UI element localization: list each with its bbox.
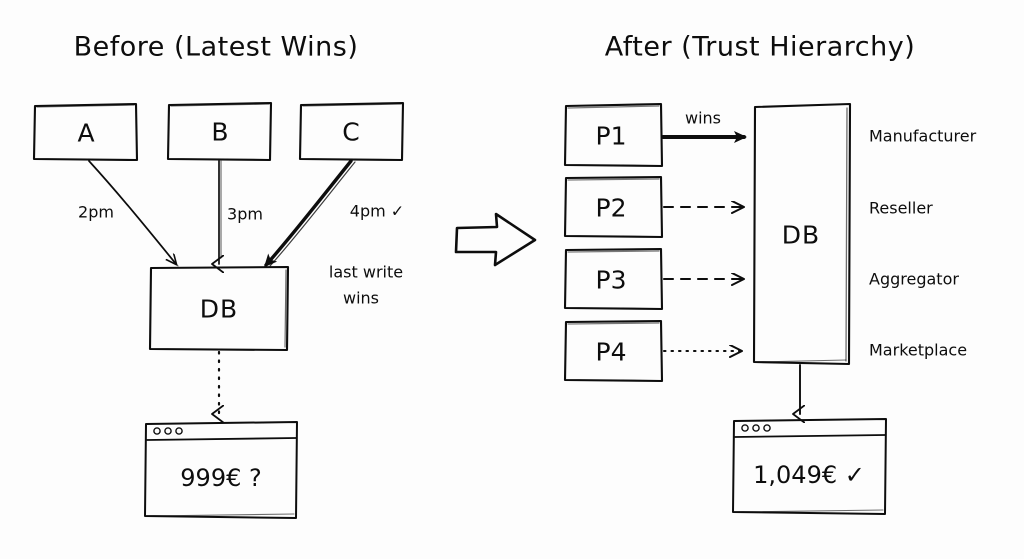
browser-result-left: 999€ ?: [180, 464, 262, 492]
role-label-reseller: Reseller: [869, 198, 933, 218]
node-db-right: [752, 102, 852, 366]
node-box-c: [298, 101, 405, 162]
node-label-p1: P1: [595, 121, 627, 151]
transition-block-arrow: [454, 212, 537, 267]
node-box-p2: [563, 175, 664, 239]
left-panel-title: Before (Latest Wins): [73, 31, 359, 63]
node-box-p4: [563, 319, 664, 383]
node-box-p1: [563, 102, 664, 168]
edge-label-b-3pm: 3pm: [227, 204, 263, 224]
node-db-left: [148, 265, 290, 352]
db-label-right: DB: [781, 220, 821, 250]
node-box-a: [32, 102, 139, 162]
note-last-write-line1: last write: [328, 262, 404, 282]
browser-window-right: [732, 418, 887, 515]
edge-b-to-db: [219, 160, 221, 264]
node-label-a: A: [77, 118, 95, 148]
role-label-manufacturer: Manufacturer: [869, 126, 977, 146]
browser-dot-left-2: [164, 427, 172, 435]
browser-dot-right-3: [763, 424, 771, 432]
db-label-left: DB: [199, 294, 239, 324]
node-box-b: [166, 101, 273, 162]
node-label-p4: P4: [595, 337, 627, 367]
edge-label-a-2pm: 2pm: [78, 202, 114, 222]
browser-window-left: [144, 421, 298, 519]
note-last-write-line2: wins: [342, 288, 380, 308]
role-label-marketplace: Marketplace: [869, 340, 968, 360]
browser-result-right: 1,049€ ✓: [753, 461, 865, 489]
edge-c-to-db: [263, 159, 356, 268]
browser-dot-right-1: [741, 424, 749, 432]
browser-dot-left-1: [153, 427, 161, 435]
node-label-c: C: [342, 117, 360, 147]
edge-a-to-db: [88, 160, 179, 267]
node-box-p3: [563, 247, 664, 311]
right-panel-title: After (Trust Hierarchy): [604, 31, 916, 63]
edge-label-p1-wins: wins: [684, 108, 722, 128]
node-label-p3: P3: [595, 265, 627, 295]
node-label-b: B: [211, 117, 229, 147]
browser-dot-right-2: [752, 424, 760, 432]
browser-dot-left-3: [175, 427, 183, 435]
node-label-p2: P2: [595, 193, 627, 223]
role-label-aggregator: Aggregator: [869, 269, 959, 289]
edge-label-c-4pm: 4pm ✓: [349, 201, 405, 221]
